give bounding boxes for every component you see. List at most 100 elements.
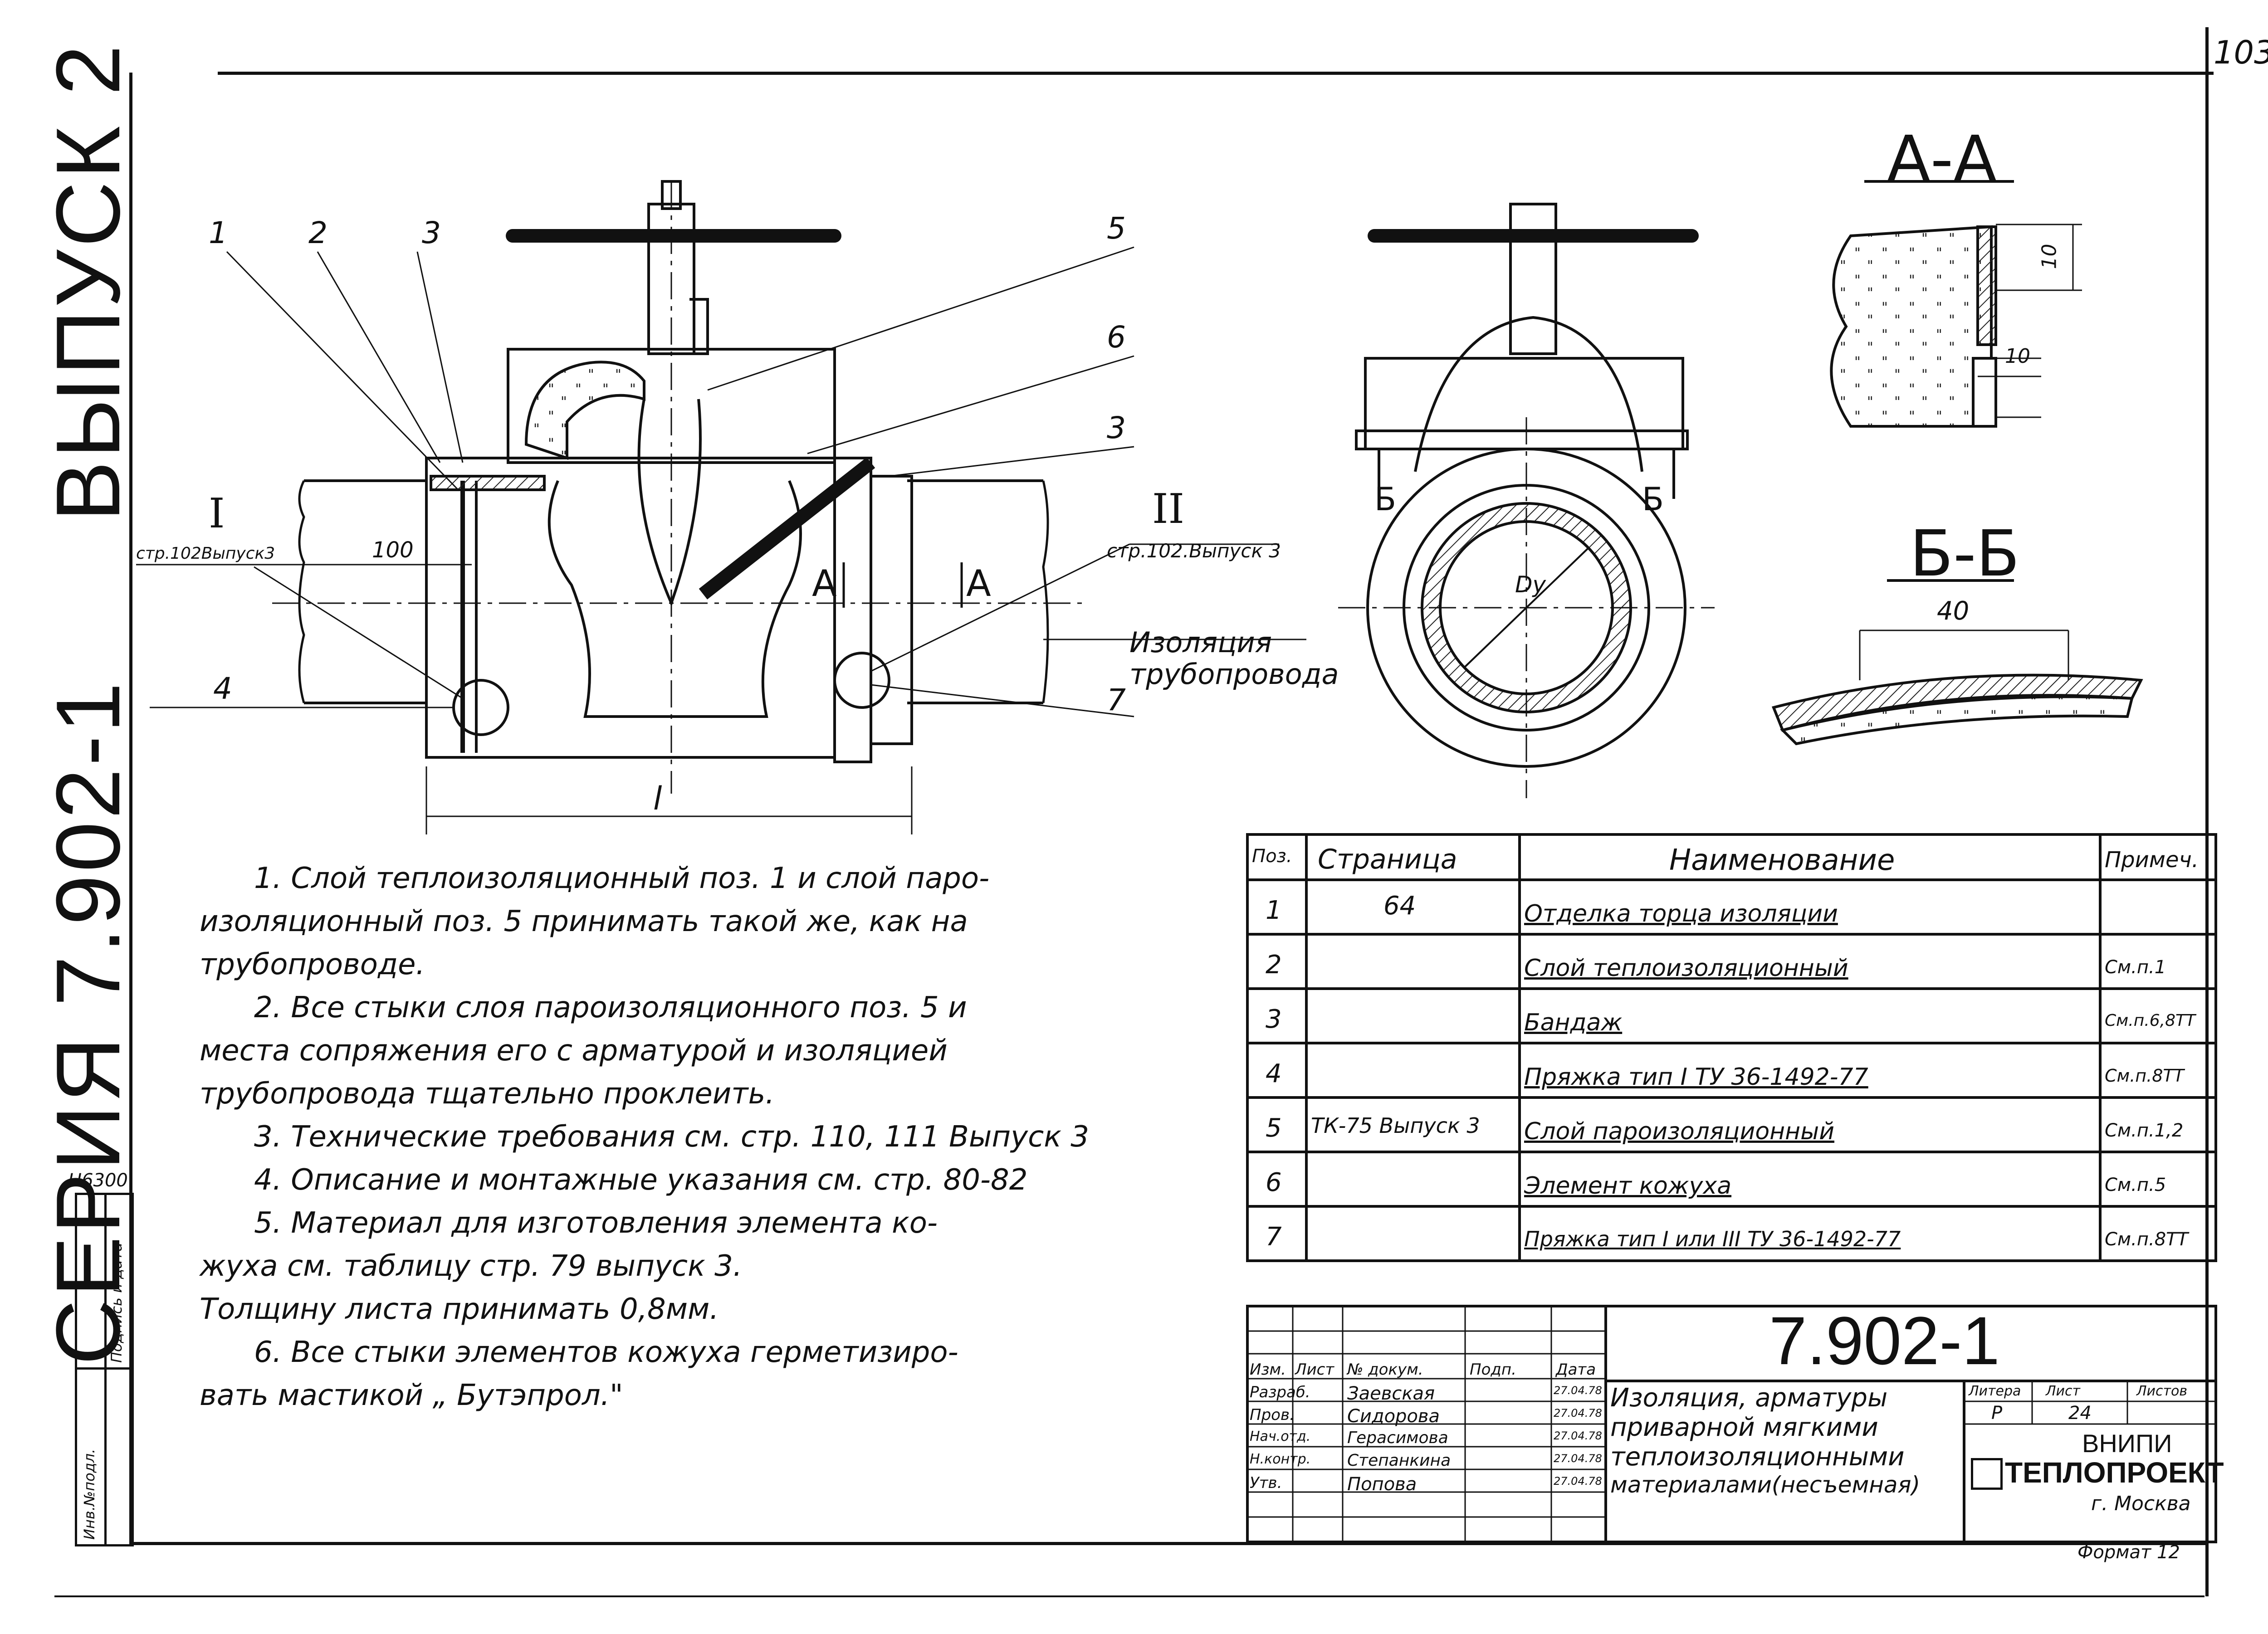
margin-stamp-mid (104, 1195, 107, 1544)
tb-role: Н.контр. (1250, 1451, 1311, 1467)
tb-person: Заевская (1347, 1383, 1435, 1404)
tb-head: Лист (1295, 1361, 1334, 1379)
dim-10-a: 10 (2038, 244, 2061, 269)
callout-3b: 3 (1107, 410, 1126, 445)
dim-40: 40 (1937, 596, 1970, 626)
top-frame-line (218, 72, 2214, 75)
front-view (136, 180, 1306, 834)
note-line: 2. Все стыки слоя пароизоляционного поз.… (254, 991, 967, 1024)
tb-date: 27.04.78 (1554, 1452, 1602, 1465)
tb-title-line: приварной мягкими (1610, 1413, 1878, 1442)
table-header: Страница (1318, 844, 1457, 875)
table-cell: 64 (1383, 891, 1416, 921)
callout-4: 4 (213, 671, 232, 706)
note-line: 1. Слой теплоизоляционный поз. 1 и слой … (254, 862, 990, 895)
section-BB-detail (1771, 579, 2143, 746)
dim-Du: Dу (1515, 571, 1546, 598)
org-logo-icon (1971, 1458, 2003, 1490)
note-line: вать мастикой „ Бутэпрол." (200, 1379, 623, 1412)
tb-person: Попова (1347, 1474, 1417, 1495)
view-BB-title: Б-Б (1910, 517, 2020, 591)
tb-litera-head: Литера (1969, 1383, 2021, 1399)
spec-table-grid (1246, 833, 2217, 1262)
note-line: трубопроводе. (200, 948, 425, 981)
callout-1: 1 (209, 215, 228, 250)
note-line: трубопровода тщательно проклеить. (200, 1077, 775, 1111)
tb-litera: Р (1991, 1403, 2003, 1424)
table-cell: ТК-75 Выпуск 3 (1311, 1113, 1480, 1138)
table-cell: Бандаж (1524, 1009, 1623, 1036)
cut-B-right: Б (1642, 481, 1664, 518)
tb-date: 27.04.78 (1554, 1407, 1602, 1419)
right-frame-line (2205, 27, 2209, 1596)
note-line: 4. Описание и монтажные указания см. стр… (254, 1163, 1028, 1197)
tb-title-line: материалами(несъемная) (1610, 1472, 1921, 1498)
note-line: изоляционный поз. 5 принимать такой же, … (200, 905, 968, 938)
tb-sheets-head: Листов (2136, 1383, 2188, 1399)
tb-role: Нач.отд. (1250, 1429, 1311, 1444)
tb-date: 27.04.78 (1554, 1429, 1602, 1442)
note-line: 6. Все стыки элементов кожуха герметизир… (254, 1336, 958, 1369)
section-AA-detail (1830, 180, 2082, 428)
table-cell: Слой теплоизоляционный (1524, 955, 1848, 982)
tb-sheet-head: Лист (2046, 1383, 2081, 1399)
table-cell: Отделка торца изоляции (1524, 900, 1838, 927)
pipe-insulation-line-2: трубопровода (1129, 658, 1339, 691)
table-header: Примеч. (2105, 847, 2199, 873)
tb-date: 27.04.78 (1554, 1475, 1602, 1488)
table-cell: 5 (1266, 1113, 1282, 1143)
table-cell: См.п.8ТТ (2105, 1229, 2189, 1250)
page-number: 103 (2214, 34, 2268, 71)
tb-role: Разраб. (1250, 1383, 1310, 1401)
tb-person: Степанкина (1347, 1451, 1451, 1470)
tb-head: Дата (1556, 1361, 1596, 1379)
org-name-2: ТЕПЛОПРОЕКТ (2005, 1456, 2224, 1489)
title-block-grid (1246, 1305, 2217, 1543)
table-cell: 1 (1266, 896, 1282, 925)
section-I-ref: стр.102Выпуск3 (136, 544, 275, 563)
tb-head: № докум. (1347, 1361, 1423, 1379)
table-header: Наименование (1669, 844, 1895, 877)
margin-stamp: Инв.№подл. Подпись и дата (75, 1193, 134, 1546)
table-cell: 6 (1266, 1168, 1282, 1197)
callout-5: 5 (1107, 211, 1126, 246)
dim-100: 100 (372, 537, 414, 563)
table-cell: Слой пароизоляционный (1524, 1118, 1834, 1145)
note-line: 5. Материал для изготовления элемента ко… (254, 1206, 938, 1240)
tb-title-line: теплоизоляционными (1610, 1442, 1905, 1472)
cut-B-left: Б (1374, 481, 1397, 518)
cut-A-right: А (966, 562, 991, 605)
table-header: Поз. (1252, 846, 1292, 867)
pipe-insulation-line-1: Изоляция (1129, 626, 1272, 659)
inner-bottom-frame-line (129, 1542, 2205, 1545)
dim-l: l (653, 780, 662, 817)
tb-head: Подп. (1470, 1361, 1516, 1379)
table-cell: См.п.6,8ТТ (2105, 1011, 2195, 1030)
table-cell: См.п.1 (2105, 957, 2166, 978)
table-cell: 2 (1266, 950, 1282, 980)
section-II-ref: стр.102.Выпуск 3 (1107, 540, 1281, 562)
table-cell: 4 (1266, 1059, 1282, 1088)
dim-10-b: 10 (2005, 345, 2030, 368)
doc-number: 7.902-1 (1769, 1302, 2000, 1379)
note-line: 3. Технические требования см. стр. 110, … (254, 1120, 1089, 1154)
tb-sheet: 24 (2068, 1403, 2092, 1424)
tb-role: Утв. (1250, 1474, 1282, 1492)
view-AA-title: А-А (1887, 122, 1997, 196)
tb-date: 27.04.78 (1554, 1384, 1602, 1397)
tb-head: Изм. (1250, 1361, 1286, 1379)
inner-left-frame-line (129, 73, 132, 1544)
table-cell: См.п.1,2 (2105, 1120, 2184, 1141)
callout-6: 6 (1107, 320, 1126, 355)
org-name-1: ВНИПИ (2082, 1429, 2172, 1458)
side-view (1338, 203, 1715, 798)
note-line: жуха см. таблицу стр. 79 выпуск 3. (200, 1249, 743, 1283)
note-line: Толщину листа принимать 0,8мм. (200, 1293, 719, 1326)
cut-A-left: А (812, 562, 837, 605)
code-label: Н6300 (68, 1170, 128, 1191)
callout-2: 2 (308, 215, 327, 250)
page-number-box-left (2205, 27, 2209, 73)
callout-7: 7 (1107, 683, 1126, 717)
